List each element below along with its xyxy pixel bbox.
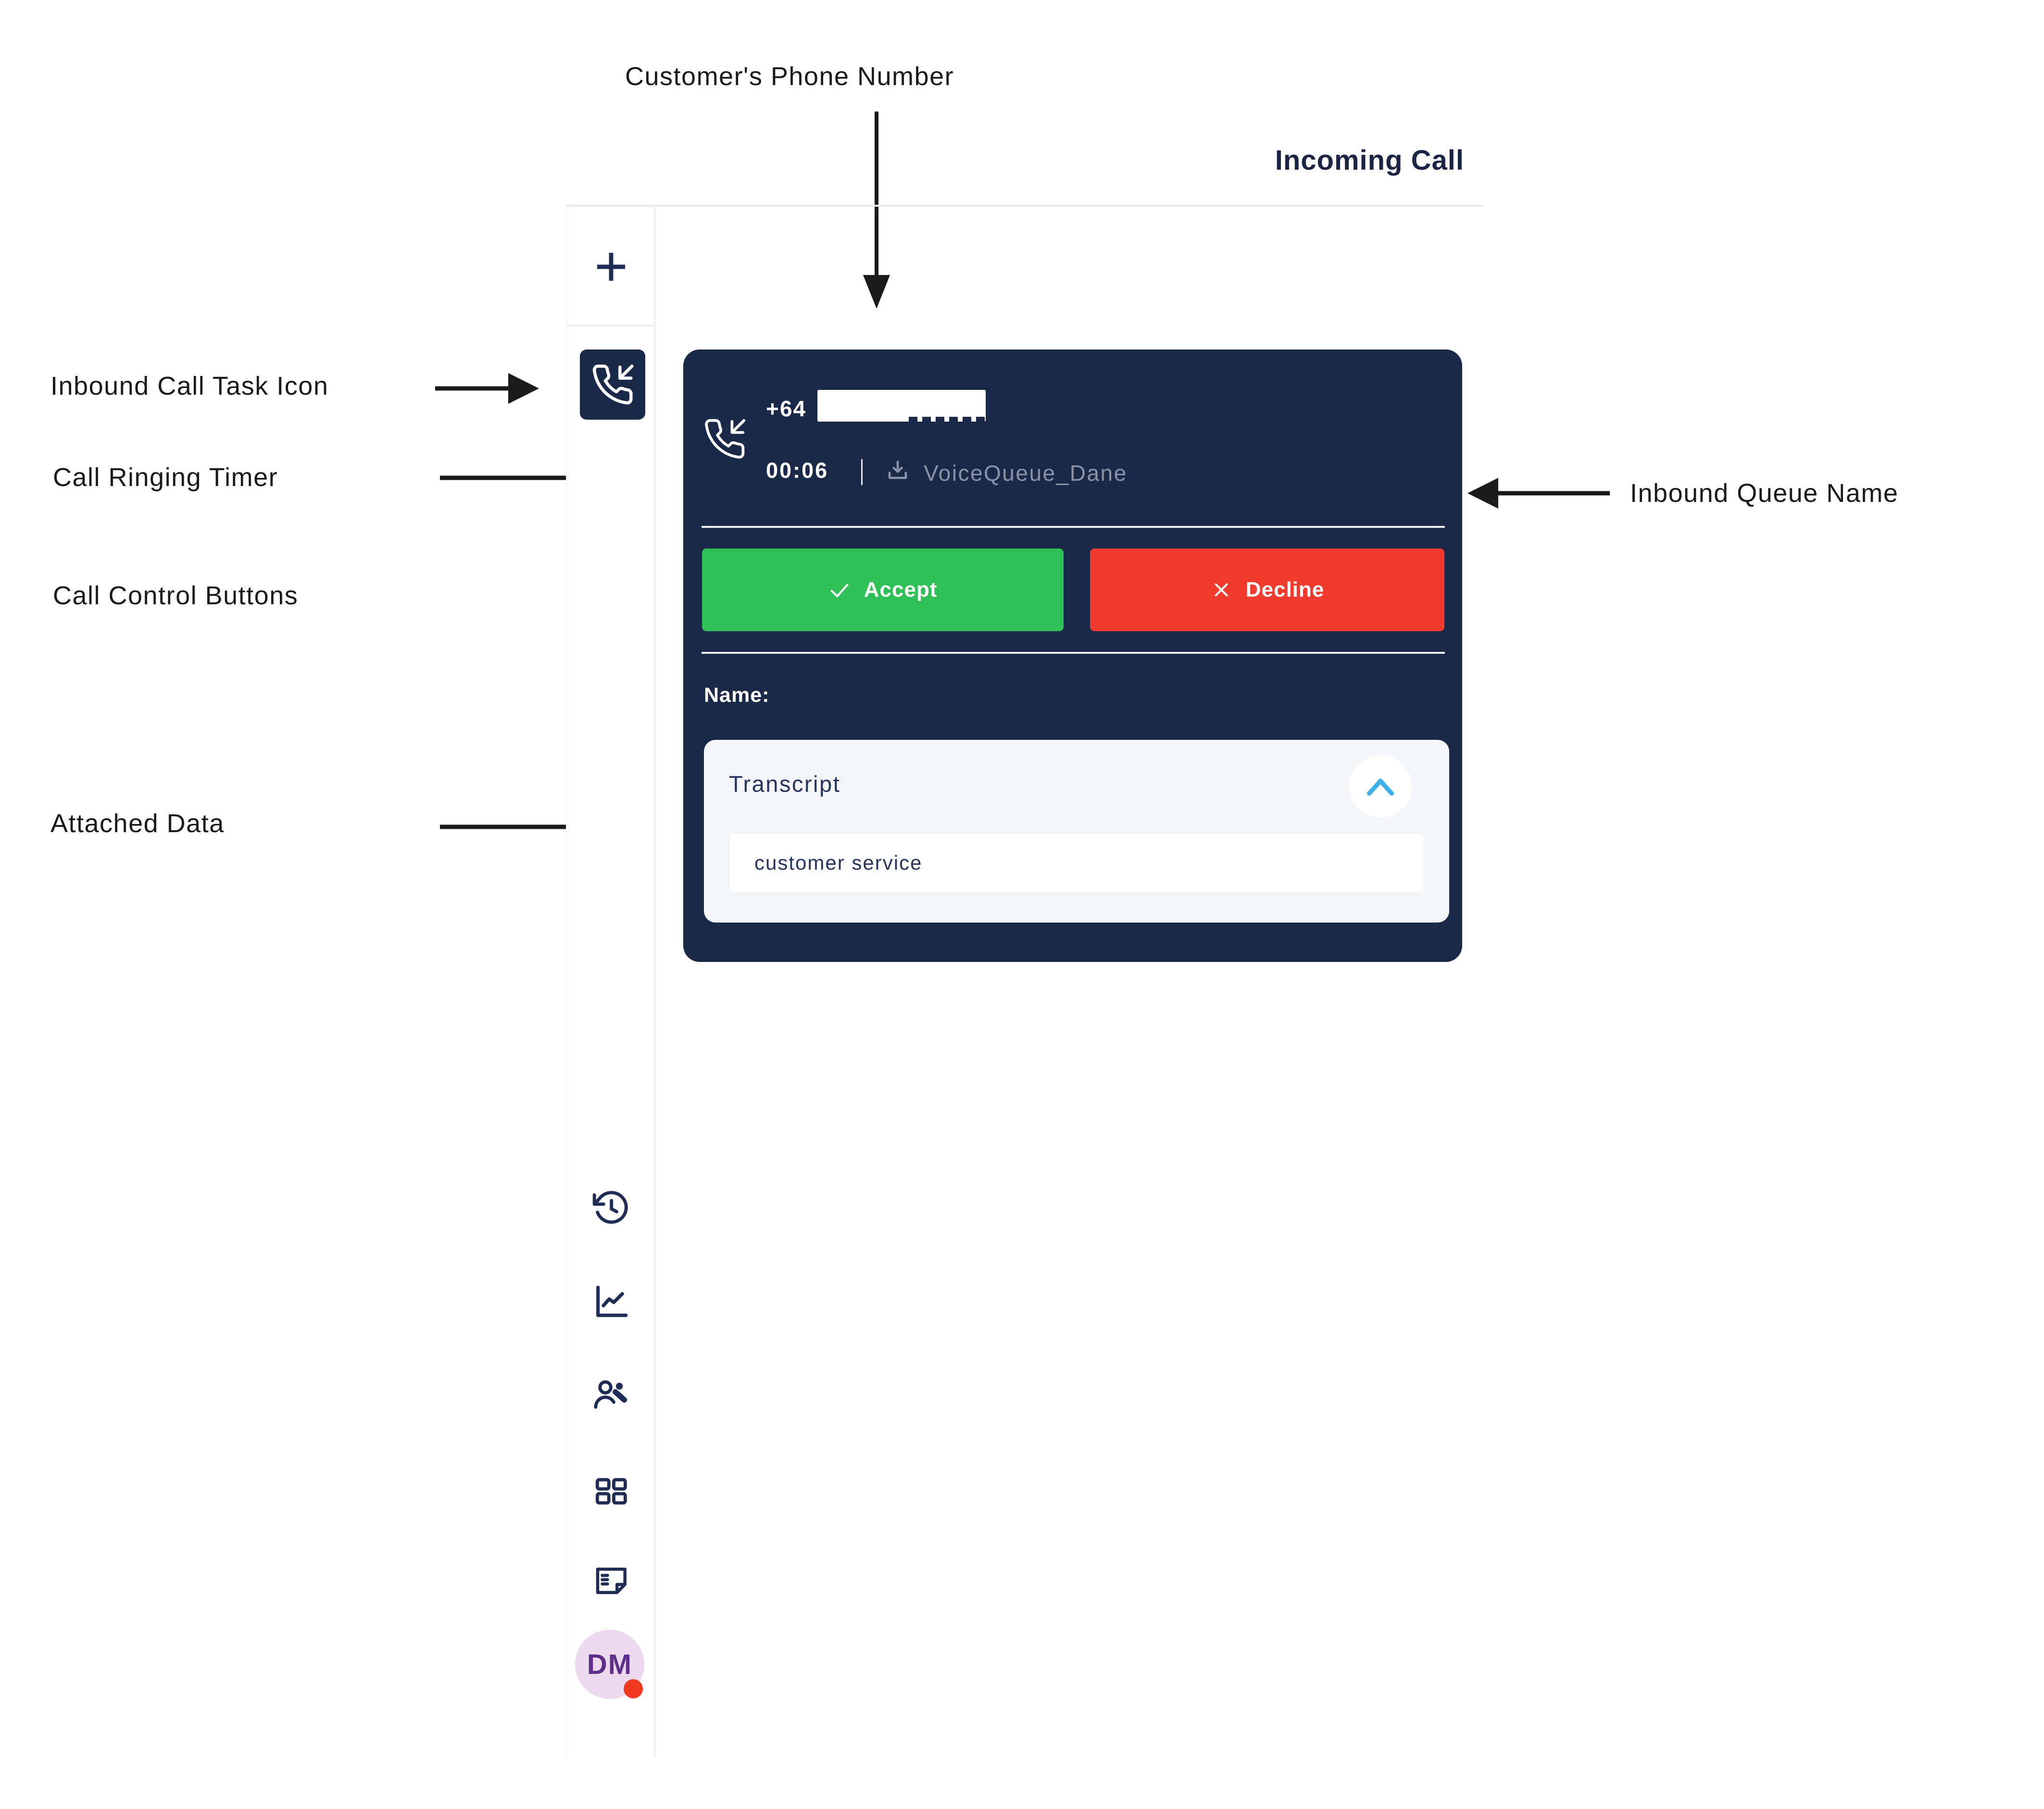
redacted-digit (976, 417, 985, 422)
notes-icon (596, 1567, 627, 1594)
sidebar-item-notes[interactable] (591, 1561, 631, 1600)
transcript-section-title[interactable]: Transcript (729, 771, 841, 797)
timer-separator (861, 459, 863, 485)
redacted-digit (909, 417, 917, 422)
check-icon (830, 584, 848, 598)
transcript-value: customer service (754, 851, 923, 874)
redacted-digit (949, 417, 958, 422)
accept-label: Accept (864, 578, 938, 601)
chevron-up-icon (1367, 778, 1394, 796)
attached-data-panel: Transcript customer service (704, 740, 1449, 923)
decline-label: Decline (1245, 578, 1325, 601)
phone-number-redaction (817, 390, 986, 422)
card-divider (702, 652, 1445, 654)
annotation-call-control-buttons: Call Control Buttons (53, 581, 299, 610)
dialpad-icon (595, 1478, 627, 1505)
incoming-call-icon (705, 419, 746, 459)
card-divider (702, 526, 1445, 528)
avatar-initials: DM (587, 1648, 633, 1680)
call-ringing-timer: 00:06 (766, 458, 829, 483)
x-icon (1215, 583, 1228, 597)
header-divider (566, 205, 1484, 207)
sidebar-item-history[interactable] (591, 1188, 631, 1228)
inbound-queue-name: VoiceQueue_Dane (924, 461, 1128, 486)
add-task-button[interactable] (591, 247, 631, 287)
task-sidebar: DM (566, 207, 655, 1757)
page-title: Incoming Call (1275, 145, 1464, 176)
down-arrow (863, 112, 890, 309)
plus-icon (597, 252, 626, 281)
decline-button[interactable]: Decline (1090, 549, 1444, 631)
sidebar-item-contacts[interactable] (591, 1375, 631, 1414)
transcript-value-box: customer service (729, 833, 1424, 893)
contacts-icon (594, 1380, 627, 1409)
download-icon (888, 461, 907, 479)
redacted-digit (963, 417, 971, 422)
customer-phone-number: +64 (766, 396, 807, 421)
left-arrow (1467, 478, 1610, 509)
accept-button[interactable]: Accept (702, 549, 1064, 631)
user-avatar[interactable]: DM (575, 1630, 644, 1699)
redacted-digit (936, 417, 944, 422)
sidebar-item-dialpad[interactable] (591, 1472, 631, 1511)
incoming-call-icon (592, 364, 634, 405)
history-icon (592, 1191, 628, 1224)
annotation-inbound-call-task-icon: Inbound Call Task Icon (50, 372, 329, 400)
right-arrow (435, 373, 539, 404)
sidebar-item-inbound-call-task[interactable] (580, 349, 645, 420)
sidebar-item-analytics[interactable] (591, 1282, 631, 1321)
analytics-icon (596, 1285, 628, 1317)
annotation-inbound-queue-name: Inbound Queue Name (1630, 479, 1899, 508)
name-field-label: Name: (704, 684, 770, 707)
annotation-attached-data: Attached Data (50, 809, 225, 838)
sidebar-divider (567, 325, 654, 326)
incoming-call-card: +64 00:06 VoiceQueue_Dane Accept (683, 349, 1462, 962)
presence-busy-dot (624, 1679, 643, 1698)
redacted-digit (922, 417, 931, 422)
annotation-call-ringing-timer: Call Ringing Timer (53, 463, 278, 492)
annotation-customer-phone-number: Customer's Phone Number (625, 62, 954, 91)
collapse-toggle[interactable] (1349, 755, 1412, 818)
